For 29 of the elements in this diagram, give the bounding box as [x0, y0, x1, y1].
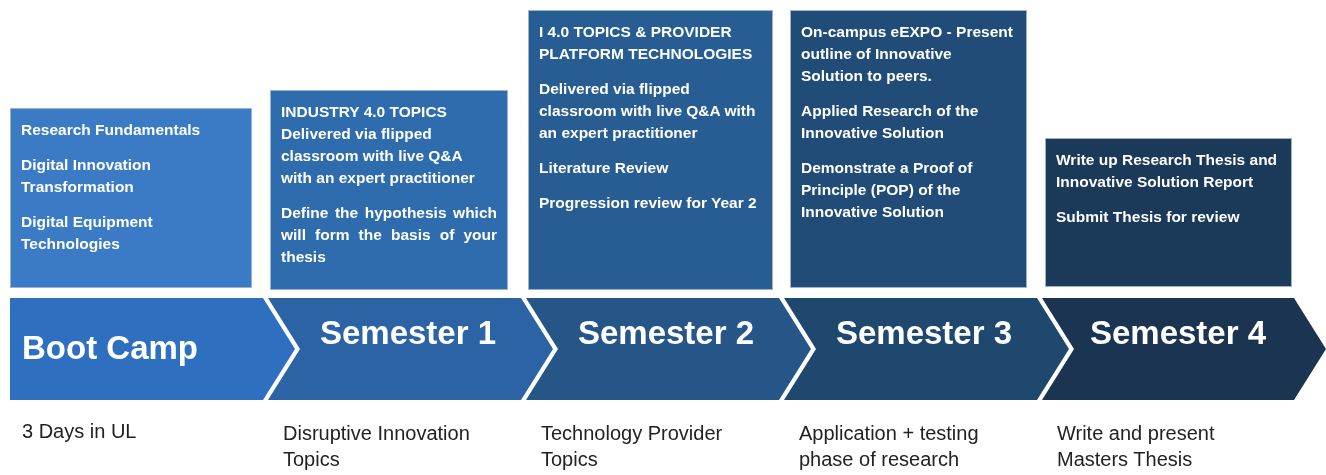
- card-text: Define the hypothesis which will form the basis of your thesis: [281, 203, 497, 267]
- card-text: Literature Review: [539, 158, 670, 178]
- text-card: [790, 10, 1027, 288]
- card-text: Write up Research Thesis and Innovative Solution Report: [1056, 150, 1279, 192]
- stage-caption: 3 Days in UL: [22, 419, 138, 444]
- stage-title: Semester 4: [1088, 315, 1268, 350]
- card-text: Applied Research of the Innovative Solution: [801, 101, 980, 143]
- card-text: Digital Innovation Transformation: [21, 155, 153, 197]
- card-text: Research Fundamentals: [21, 120, 202, 140]
- card-text: Digital Equipment Technologies: [21, 212, 154, 254]
- text-card: [10, 108, 252, 288]
- text-card: [528, 10, 773, 290]
- stage-title: Semester 3: [834, 315, 1014, 350]
- stage-caption: Technology Provider Topics: [541, 421, 724, 472]
- stage-caption: Disruptive Innovation Topics: [283, 421, 471, 472]
- text-card: [1045, 138, 1292, 287]
- card-text: Submit Thesis for review: [1056, 207, 1241, 227]
- card-text: Progression review for Year 2: [539, 193, 758, 213]
- stage-title: Semester 1: [318, 315, 498, 350]
- stage-title: Boot Camp: [21, 330, 199, 365]
- stage-caption: Application + testing phase of research: [799, 421, 980, 472]
- stage-title: Semester 2: [576, 315, 756, 350]
- card-text: Delivered via flipped classroom with live Q&A with an expert practitioner: [539, 79, 757, 143]
- card-text: Demonstrate a Proof of Principle (POP) of the Innovative Solution: [801, 158, 974, 222]
- card-text: On-campus eEXPO - Present outline of Innovative Solution to peers.: [801, 22, 1014, 86]
- stage-caption: Write and present Masters Thesis: [1057, 421, 1216, 472]
- text-card: [270, 90, 508, 290]
- card-text: INDUSTRY 4.0 TOPICS Delivered via flipped classroom with live Q&A with an expert practitioner: [281, 102, 476, 188]
- card-text: I 4.0 TOPICS & PROVIDER PLATFORM TECHNOLOGIES: [539, 22, 754, 64]
